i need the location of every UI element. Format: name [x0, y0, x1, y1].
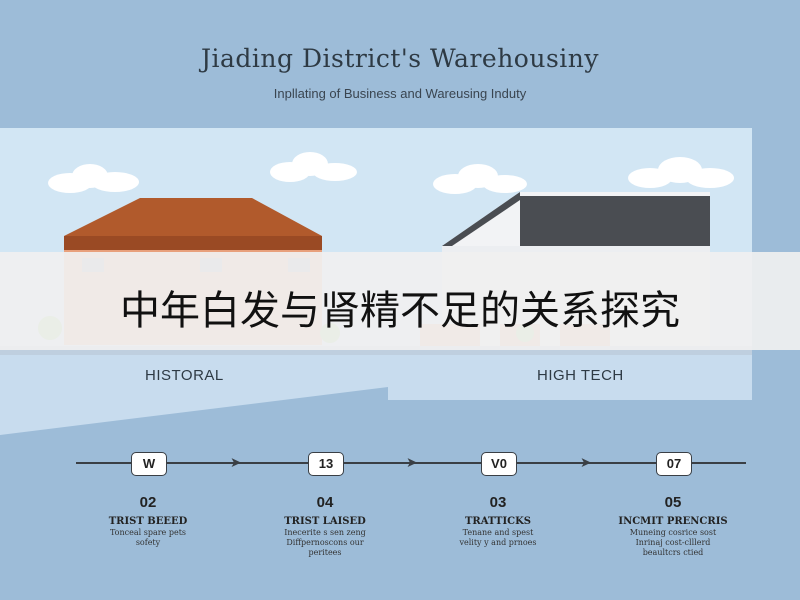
step-number: 05 [664, 494, 682, 511]
arrow-right-icon: ➤ [580, 454, 592, 470]
warehouse-roof [64, 198, 322, 236]
page-subtitle: Inpllating of Business and Wareusing Ind… [273, 86, 527, 101]
step-description: Tonceal spare pets sofety [109, 528, 187, 547]
step-number: 03 [489, 494, 507, 511]
timeline-node: V0 [481, 452, 517, 476]
step-description: Inecerite s sen zeng Diffpernoscons our … [284, 528, 366, 557]
step-label: INCMIT PRENCRIS [618, 516, 728, 527]
banner-text: 中年白发与肾精不足的关系探究 [120, 288, 680, 334]
step-label: TRATTICKS [464, 516, 532, 527]
warehouse-fascia [64, 236, 322, 250]
timeline-node: 13 [308, 452, 344, 476]
step-number: 02 [139, 494, 157, 511]
ground-right [388, 355, 752, 400]
step-description: Tenane and spest velity y and prnoes [459, 528, 537, 547]
step-label: TRIST BEEED [108, 516, 188, 527]
cloud-icon [48, 164, 139, 193]
page-title: Jiading District's Warehousiny [200, 44, 599, 73]
caption-historical: HISTORAL [145, 367, 224, 384]
modern-solar-panel [520, 196, 710, 251]
cloud-icon [433, 164, 527, 194]
caption-high-tech: HIGH TECH [537, 367, 624, 384]
timeline-line [76, 462, 746, 464]
step-number: 04 [316, 494, 334, 511]
banner-overlay [0, 252, 800, 350]
arrow-right-icon: ➤ [230, 454, 242, 470]
cloud-icon [628, 157, 734, 188]
timeline-node: 07 [656, 452, 692, 476]
timeline-node: W [131, 452, 167, 476]
cloud-icon [270, 152, 357, 182]
step-label: TRIST LAISED [284, 516, 366, 527]
arrow-right-icon: ➤ [406, 454, 418, 470]
step-description: Muneing cosrice sost Inrinaj cost-clller… [629, 528, 717, 557]
